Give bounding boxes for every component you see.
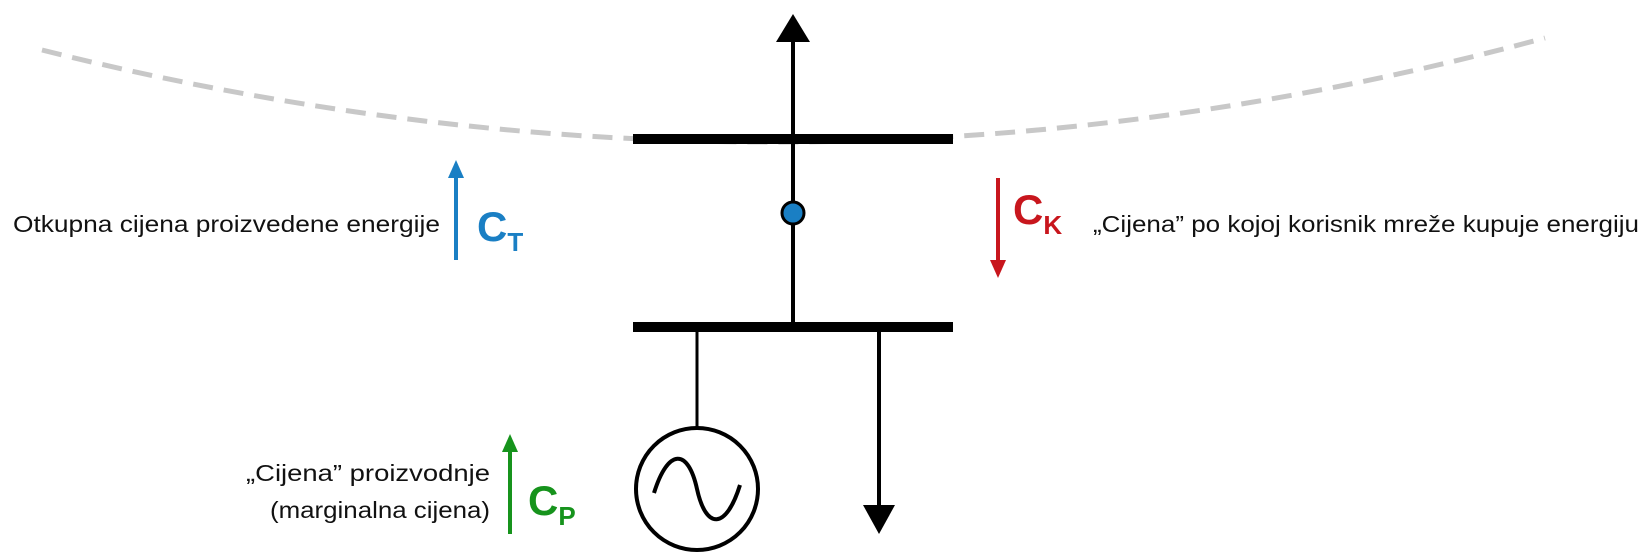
ck-symbol-sub: K xyxy=(1043,210,1062,240)
ct-symbol: CT xyxy=(477,203,523,257)
ck-description: „Cijena” po kojoj korisnik mreže kupuje … xyxy=(1093,211,1639,237)
load-arrowhead xyxy=(863,505,895,534)
generator-sine-icon xyxy=(652,456,742,522)
cp-arrowhead xyxy=(502,434,518,452)
lower-busbar xyxy=(633,322,953,332)
cp-description-line1: „Cijena” proizvodnje xyxy=(246,460,490,486)
cp-symbol-sub: P xyxy=(558,501,575,531)
ck-symbol: CK xyxy=(1013,186,1062,240)
upper-busbar xyxy=(633,134,953,144)
cp-symbol-main: C xyxy=(528,477,558,524)
connection-node xyxy=(780,200,806,226)
cp-description-line2: (marginalna cijena) xyxy=(270,497,490,523)
cp-symbol: CP xyxy=(528,477,576,531)
top-arrowhead xyxy=(776,14,810,42)
ck-arrowhead xyxy=(990,260,1006,278)
ct-description: Otkupna cijena proizvedene energije xyxy=(13,211,440,237)
ck-symbol-main: C xyxy=(1013,186,1043,233)
ct-arrowhead xyxy=(448,160,464,178)
ct-symbol-main: C xyxy=(477,203,507,250)
ct-symbol-sub: T xyxy=(507,227,523,257)
